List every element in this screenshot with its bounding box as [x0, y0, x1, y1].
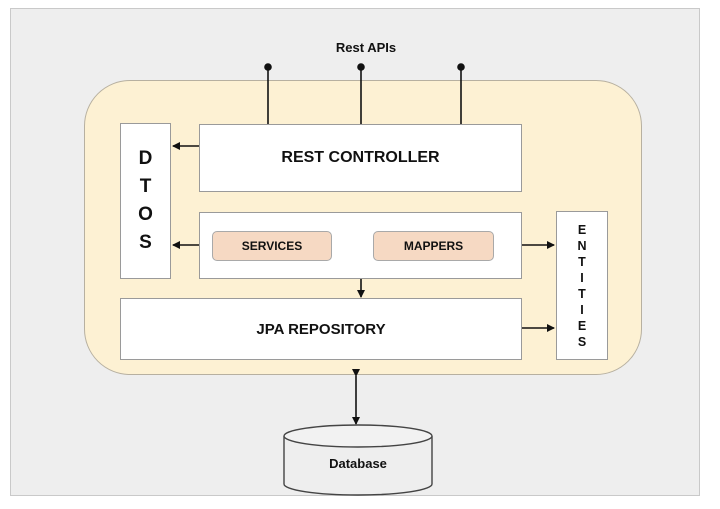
rest-apis-label: Rest APIs [335, 40, 397, 55]
dtos-letter: D [138, 148, 153, 169]
entities-letter: E [577, 318, 587, 333]
services-pill: SERVICES [212, 231, 332, 261]
services-label: SERVICES [241, 239, 303, 253]
jpa-repository-label: JPA REPOSITORY [256, 320, 386, 338]
dtos-letter: S [139, 232, 152, 253]
api-endpoint-dot [357, 63, 365, 71]
rest-controller-label: REST CONTROLLER [281, 149, 440, 166]
database-cylinder-top [283, 424, 433, 448]
entities-letter: I [580, 270, 584, 285]
dtos-letter: T [139, 176, 152, 197]
mappers-pill: MAPPERS [373, 231, 494, 261]
mappers-label: MAPPERS [403, 239, 464, 253]
entities-letter: T [578, 254, 586, 269]
api-endpoint-dot [457, 63, 465, 71]
jpa-repository-box: JPA REPOSITORY [120, 298, 522, 360]
api-endpoint-dot [264, 63, 272, 71]
dtos-box: D T O S [120, 123, 171, 279]
database-label: Database [329, 456, 387, 471]
entities-letter: T [578, 286, 586, 301]
database-cylinder [283, 436, 433, 496]
entities-letter: S [577, 334, 587, 349]
dtos-letter: O [138, 204, 153, 225]
entities-letter: N [577, 238, 587, 253]
rest-controller-box: REST CONTROLLER [199, 124, 522, 192]
entities-box: E N T I T I E S [556, 211, 608, 360]
entities-letter: E [577, 222, 587, 237]
entities-letter: I [580, 302, 584, 317]
